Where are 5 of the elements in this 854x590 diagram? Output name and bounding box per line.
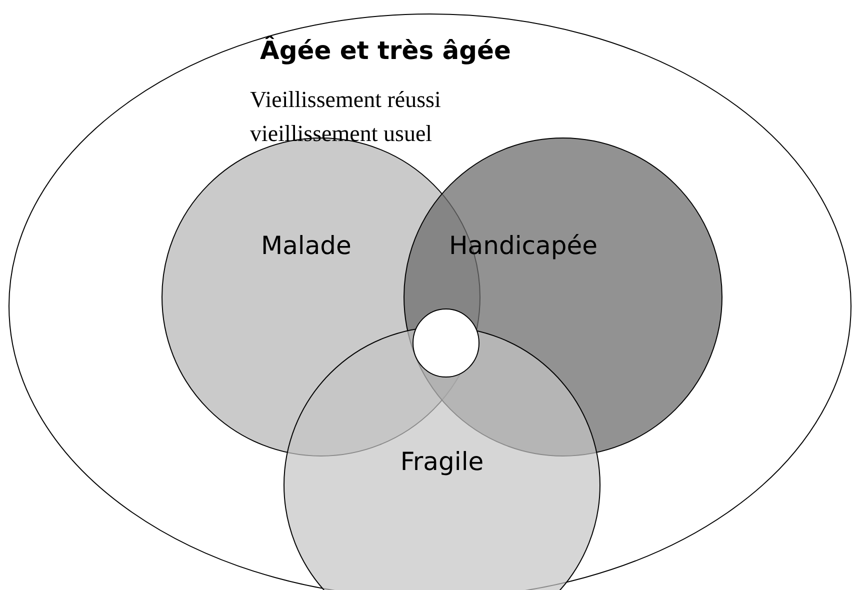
- circle-label: Handicapée: [449, 230, 598, 262]
- subtitle-text: Vieillissement réussi vieillissement usuel: [250, 86, 442, 148]
- circle-label: Malade: [261, 230, 352, 262]
- node-heading: Âgée et très âgée: [260, 34, 511, 67]
- circle-label: Fragile: [399, 446, 485, 478]
